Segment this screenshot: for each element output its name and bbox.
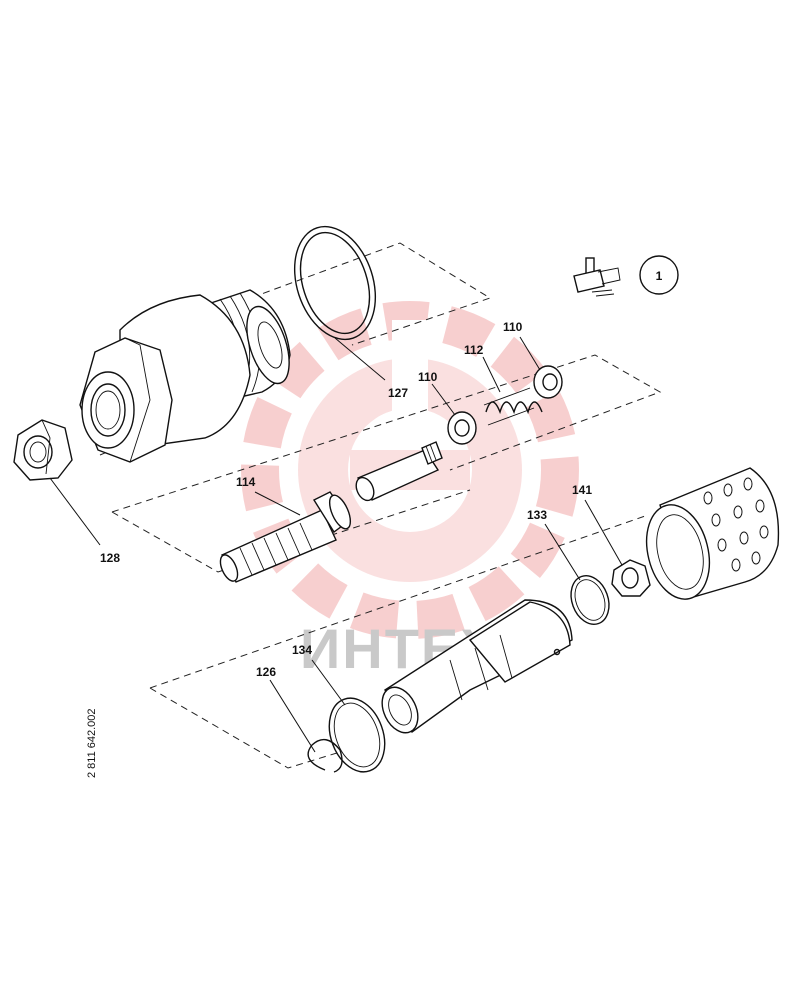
callout-112: 112 bbox=[464, 343, 484, 357]
o-ring-127 bbox=[293, 225, 377, 341]
tapered-nozzle bbox=[381, 599, 573, 734]
callout-labels: 127 110 112 110 128 114 133 141 134 126 bbox=[100, 320, 592, 679]
washer-110-left bbox=[447, 411, 477, 445]
view-badge-number: 1 bbox=[656, 269, 663, 283]
callout-133: 133 bbox=[527, 508, 547, 522]
callout-126: 126 bbox=[256, 665, 276, 679]
callout-134: 134 bbox=[292, 643, 312, 657]
drawing-number: 2 811 642.002 bbox=[86, 708, 98, 778]
callout-110-right: 110 bbox=[503, 320, 523, 334]
tool-symbol-icon bbox=[573, 257, 621, 297]
housing-hex-body bbox=[79, 289, 291, 463]
nut-141 bbox=[611, 559, 651, 597]
callout-128: 128 bbox=[100, 551, 120, 565]
callout-127: 127 bbox=[388, 386, 408, 400]
leader-lines bbox=[49, 336, 623, 753]
snap-ring-126 bbox=[307, 738, 343, 773]
ring-134 bbox=[328, 697, 386, 773]
callout-114: 114 bbox=[236, 475, 256, 489]
view-badge: 1 bbox=[639, 255, 679, 295]
ring-133 bbox=[570, 575, 610, 625]
spring-112 bbox=[483, 387, 543, 426]
callout-110-left: 110 bbox=[418, 370, 438, 384]
spindle-114 bbox=[219, 491, 352, 583]
perforated-cap bbox=[645, 467, 780, 600]
hex-nut-128 bbox=[13, 419, 73, 481]
washer-110-right bbox=[533, 365, 563, 399]
pin-sleeve bbox=[355, 441, 443, 502]
callout-141: 141 bbox=[572, 483, 592, 497]
